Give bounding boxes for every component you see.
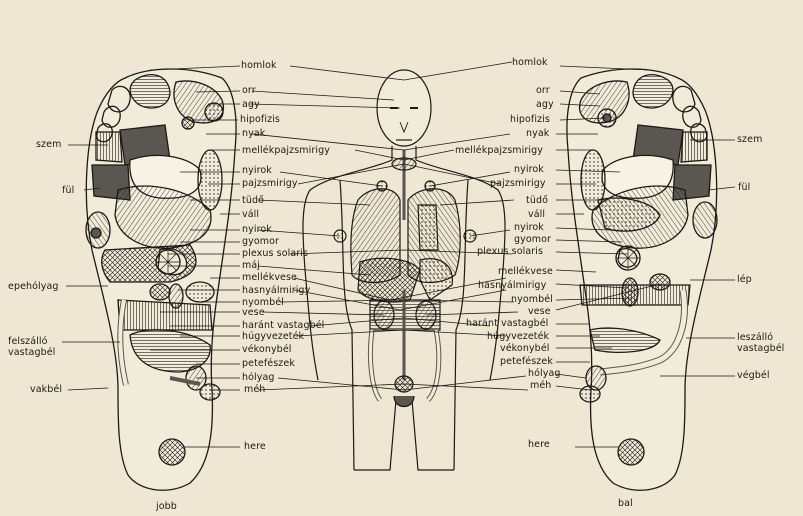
label-homlok-left: homlok [241,60,277,71]
label-vall-left: váll [242,209,260,220]
label-harant-right: haránt vastagbél [466,318,549,329]
label-vese-left: vese [242,307,265,318]
label-vekonybel-left: vékonybél [242,344,292,355]
left-foot [566,68,718,491]
label-lep: lép [737,274,752,285]
label-pajzsmirigy-left: pajzsmirigy [242,178,298,189]
right-foot [85,68,237,491]
label-hugyvezetek-left: húgyvezeték [242,331,305,342]
label-vegbel: végbél [737,370,770,381]
label-szem-right: szem [737,134,763,145]
label-szem-left: szem [36,139,62,150]
label-harant-left: haránt vastagbél [242,320,325,331]
label-agy-right: agy [536,99,554,110]
label-vakbel: vakbél [30,384,63,395]
label-nyirok2-left: nyirok [242,224,272,235]
label-nyombel-left: nyombél [242,297,284,308]
label-mellekvese-right: mellékvese [498,266,553,277]
label-petefeszek-left: petefészek [242,358,295,369]
label-ful-right: fül [738,182,751,193]
label-here-right: here [528,439,550,450]
label-nyirok2-right: nyirok [514,222,544,233]
label-maj: máj [242,260,261,271]
label-hasnyalmirigy-left: hasnyálmirigy [242,285,311,296]
label-mellekpajzsmirigy-left: mellékpajzsmirigy [242,145,330,156]
label-hugyvezetek-right: húgyvezeték [487,331,550,342]
label-felszallo-vastagbel: felszálló vastagbél [8,336,56,358]
label-nyak-left: nyak [242,128,266,139]
label-mellekpajzsmirigy-right: mellékpajzsmirigy [455,145,543,156]
label-hipofizis-left: hipofizis [240,114,280,125]
label-epeholyag: epehólyag [8,281,59,292]
label-right-foot-jobb: jobb [156,501,177,512]
label-holyag-left: hólyag [242,372,275,383]
label-petefeszek-right: petefészek [500,356,553,367]
label-orr-left: orr [242,85,256,96]
label-agy-left: agy [242,99,260,110]
label-gyomor-right: gyomor [514,234,552,245]
label-meh-right: méh [530,380,552,391]
label-meh-left: méh [244,384,266,395]
label-nyirok-left: nyirok [242,165,272,176]
leader-lines [62,61,736,448]
label-mellekvese-left: mellékvese [242,272,297,283]
label-vekonybel-right: vékonybél [500,343,550,354]
label-vall-right: váll [528,209,546,220]
label-plexus-right: plexus solaris [477,246,544,257]
label-pajzsmirigy-right: pajzsmirigy [490,178,546,189]
label-plexus-left: plexus solaris [242,248,309,259]
label-tudo-left: tüdő [242,195,264,206]
label-here-left: here [244,441,266,452]
label-vese-right: vese [528,306,551,317]
label-gyomor-left: gyomor [242,236,280,247]
label-holyag-right: hólyag [528,368,561,379]
human-figure [302,69,506,471]
label-leszallo-vastagbel: leszálló vastagbél [737,332,785,354]
label-hipofizis-right: hipofizis [510,114,550,125]
label-orr-right: orr [536,85,550,96]
label-hasnyalmirigy-right: hasnyálmirigy [478,280,547,291]
label-homlok-right: homlok [512,57,548,68]
label-left-foot-bal: bal [618,498,633,509]
label-nyombel-right: nyombél [511,294,553,305]
label-nyirok-right: nyirok [514,164,544,175]
label-ful-left: fül [62,185,75,196]
label-tudo-right: tüdő [526,195,548,206]
label-nyak-right: nyak [526,128,550,139]
